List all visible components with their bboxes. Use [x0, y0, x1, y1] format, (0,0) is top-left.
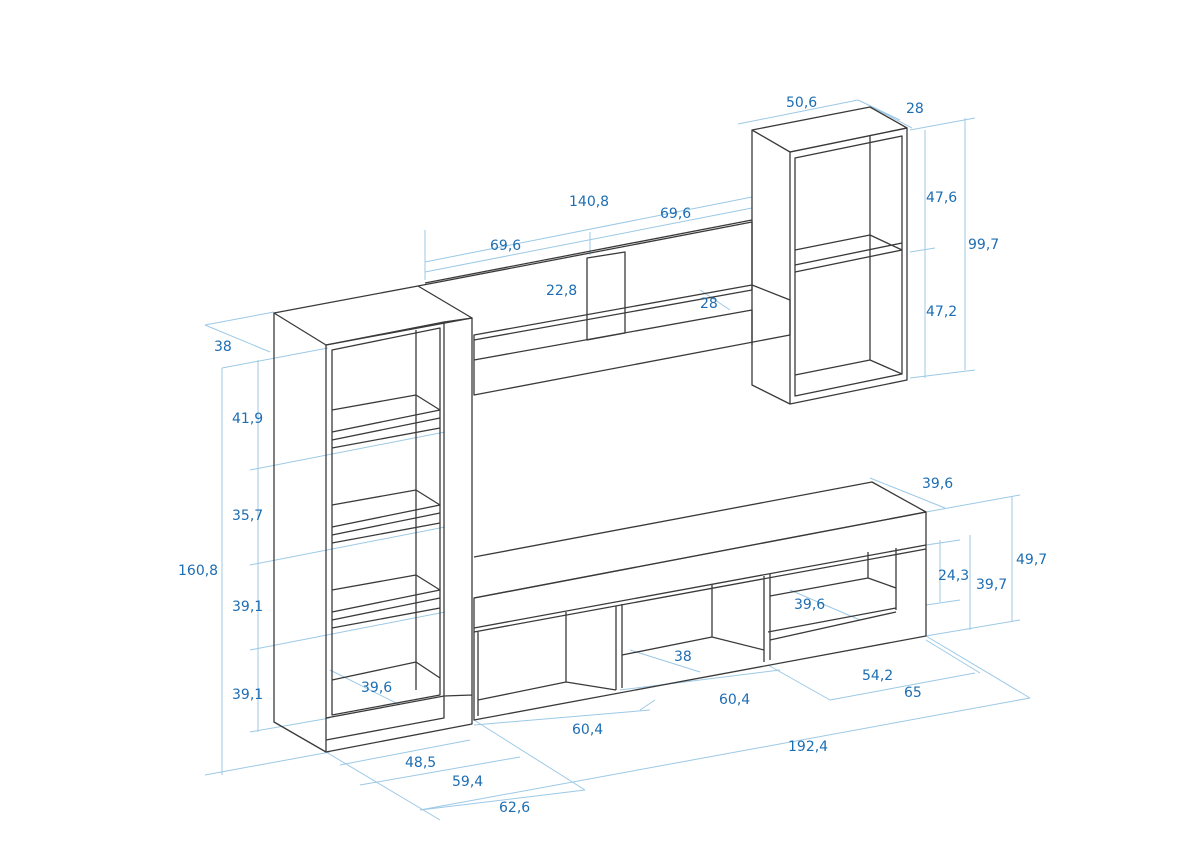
- label-tower-shelf-4: 39,1: [232, 687, 263, 703]
- label-bridge-right-width: 69,6: [660, 206, 691, 222]
- label-tower-shelf-1: 41,9: [232, 411, 263, 427]
- label-tv-drawer-width: 54,2: [862, 668, 893, 684]
- label-tv-drawer-depth: 39,6: [794, 597, 825, 613]
- label-total-width: 192,4: [788, 739, 828, 755]
- label-tower-width-b: 62,6: [499, 800, 530, 816]
- label-wall-box-lower-height: 47,2: [926, 304, 957, 320]
- label-tower-shelf-2: 35,7: [232, 508, 263, 524]
- dimension-labels: 50,6 28 140,8 69,6 69,6 47,6 99,7 47,2 2…: [178, 95, 1047, 816]
- label-wall-box-depth: 28: [906, 101, 924, 117]
- label-tower-inner-depth: 39,6: [361, 680, 392, 696]
- label-bridge-left-width: 69,6: [490, 238, 521, 254]
- label-tower-depth: 38: [214, 339, 232, 355]
- label-tower-total-height: 160,8: [178, 563, 218, 579]
- label-tv-left-width: 60,4: [572, 722, 603, 738]
- label-wall-box-width: 50,6: [786, 95, 817, 111]
- label-tv-total-height: 49,7: [1016, 552, 1047, 568]
- label-bridge-depth: 28: [700, 296, 718, 312]
- label-wall-box-upper-height: 47,6: [926, 190, 957, 206]
- label-tv-depth: 39,6: [922, 476, 953, 492]
- label-tv-body-height: 39,7: [976, 577, 1007, 593]
- label-tv-drawer-height: 24,3: [938, 568, 969, 584]
- label-tower-inner-width: 48,5: [405, 755, 436, 771]
- label-tv-mid-width: 60,4: [719, 692, 750, 708]
- label-wall-box-total-height: 99,7: [968, 237, 999, 253]
- dimension-lines: [204, 99, 1031, 821]
- label-tv-right-width: 65: [904, 685, 922, 701]
- label-bridge-back-height: 22,8: [546, 283, 577, 299]
- label-tv-inner-depth: 38: [674, 649, 692, 665]
- wall-box: [751, 106, 908, 405]
- tv-unit: [473, 481, 927, 721]
- label-tower-width-a: 59,4: [452, 774, 483, 790]
- tall-tower: [273, 285, 473, 753]
- bridge-shelf: [417, 219, 791, 396]
- label-tower-shelf-3: 39,1: [232, 599, 263, 615]
- label-bridge-total-width: 140,8: [569, 194, 609, 210]
